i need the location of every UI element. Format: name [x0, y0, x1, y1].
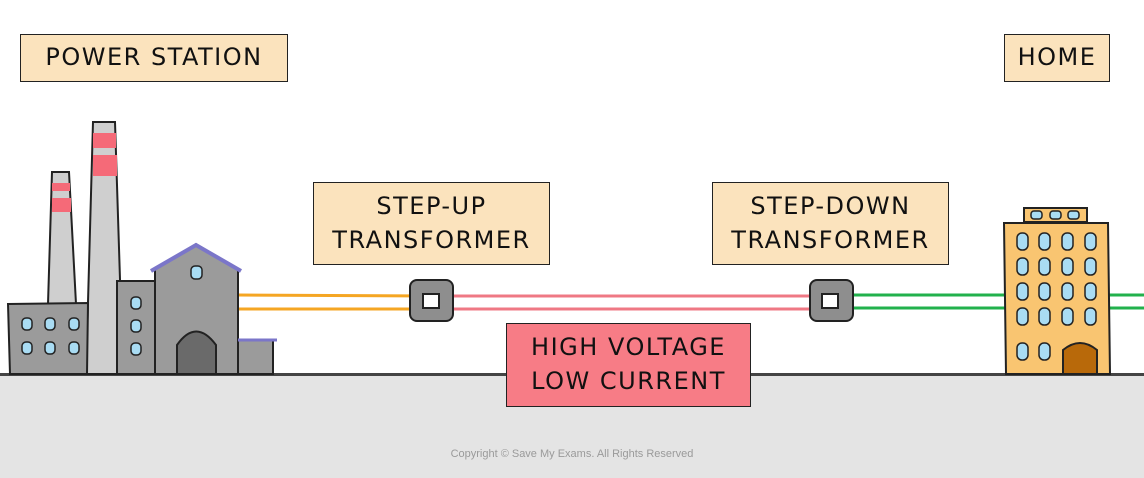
home-window: [1061, 232, 1074, 251]
high-voltage-label: HIGH VOLTAGE LOW CURRENT: [506, 323, 751, 407]
step-up-transformer-label: STEP-UP TRANSFORMER: [313, 182, 550, 265]
high-voltage-line2: LOW CURRENT: [531, 367, 726, 395]
home-window: [1061, 307, 1074, 326]
home-window: [1084, 232, 1097, 251]
home-window: [1061, 257, 1074, 276]
home-window: [1038, 342, 1051, 361]
home-window: [1038, 282, 1051, 301]
power-station-icon: [6, 121, 277, 375]
home-window: [1084, 257, 1097, 276]
home-building-icon: [1002, 207, 1112, 375]
wire-low-voltage-top: [237, 293, 431, 298]
step-up-line2: TRANSFORMER: [332, 226, 531, 254]
home-window: [1038, 307, 1051, 326]
home-window: [1016, 307, 1029, 326]
power-station-label: POWER STATION: [20, 34, 288, 82]
step-up-line1: STEP-UP: [376, 192, 487, 220]
home-window: [1084, 307, 1097, 326]
high-voltage-line1: HIGH VOLTAGE: [531, 333, 726, 361]
copyright-text: Copyright © Save My Exams. All Rights Re…: [450, 448, 694, 460]
home-window: [1038, 232, 1051, 251]
home-window: [1016, 342, 1029, 361]
home-window: [1016, 282, 1029, 301]
home-window: [1016, 232, 1029, 251]
step-up-transformer-icon: [409, 279, 454, 322]
home-window: [1084, 282, 1097, 301]
step-down-transformer-icon: [809, 279, 854, 322]
step-down-transformer-label: STEP-DOWN TRANSFORMER: [712, 182, 949, 265]
home-window: [1038, 257, 1051, 276]
step-down-line2: TRANSFORMER: [731, 226, 930, 254]
step-down-line1: STEP-DOWN: [750, 192, 911, 220]
home-label: HOME: [1004, 34, 1110, 82]
home-window: [1016, 257, 1029, 276]
home-window: [1061, 282, 1074, 301]
